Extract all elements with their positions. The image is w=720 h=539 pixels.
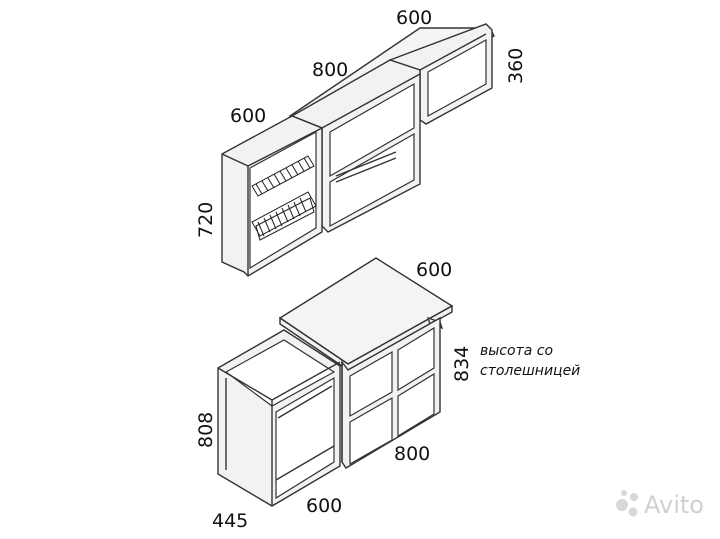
base-open-shelf-module: [341, 316, 441, 469]
dim-base-depth: 445: [212, 510, 248, 532]
dim-base-height: 808: [195, 412, 217, 448]
dim-tabletop-width: 600: [416, 259, 452, 281]
upper-right-shelf-module: [389, 23, 493, 125]
height-note-line2: столешницей: [480, 363, 580, 379]
tabletop-edge: [279, 304, 453, 371]
base-cabinet-module: [217, 329, 341, 507]
height-note: высота со столешницей: [480, 343, 580, 379]
dim-wall-hanging-width: 600: [230, 105, 266, 127]
dim-base-width-600: 600: [306, 495, 342, 517]
upper-left-dish-rack-module: [221, 115, 323, 277]
dim-base-width-800: 800: [394, 443, 430, 465]
upper-middle-module: [290, 59, 421, 233]
dim-table-height: 834: [451, 346, 473, 382]
avito-watermark: Avito: [616, 490, 704, 519]
upper-cabinets: [221, 23, 495, 277]
height-note-line1: высота со: [480, 343, 553, 359]
dim-wall-height: 720: [195, 202, 217, 238]
dish-rack-upper: [251, 155, 315, 197]
avito-watermark-text: Avito: [644, 491, 704, 519]
dim-wall-top-width: 600: [396, 7, 432, 29]
dim-wall-middle-width: 800: [312, 59, 348, 81]
avito-logo-icon: [616, 490, 638, 517]
lower-cabinets: [217, 257, 454, 507]
dimension-labels: 600 800 600 360 720 600 834 808 800 600 …: [195, 7, 527, 532]
dish-rack-lower: [251, 191, 317, 241]
dim-wall-top-height: 360: [505, 48, 527, 84]
